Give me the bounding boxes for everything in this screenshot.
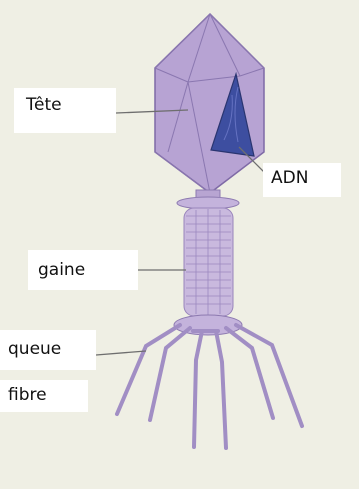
tail-sheath [184, 208, 233, 316]
label-fibre: fibre [0, 380, 88, 412]
capsid-head [155, 14, 264, 193]
collar [177, 190, 239, 209]
label-queue: queue [0, 330, 96, 370]
tail-fibers [117, 325, 302, 448]
label-adn: ADN [263, 163, 341, 197]
label-tete: Tête [14, 88, 116, 133]
label-gaine: gaine [28, 250, 138, 290]
